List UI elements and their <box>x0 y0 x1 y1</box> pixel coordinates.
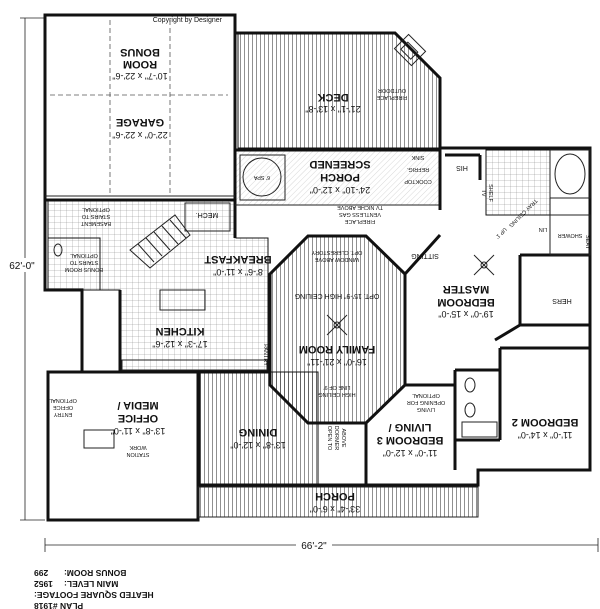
open-to-dormer-l2: DORMER <box>333 426 339 450</box>
hers-closet-label: HERS <box>552 297 572 304</box>
master-bedroom-name2: BEDROOM <box>437 296 494 308</box>
garage-name: GARAGE <box>116 116 164 128</box>
high-ceiling-label: OPT. 15'-9" HIGH CEILING <box>295 292 380 299</box>
master-bedroom-name1: MASTER <box>443 283 490 295</box>
tv-niche-l1: TV NICHE ABOVE <box>337 204 383 210</box>
up-label: UP 1' <box>494 226 508 240</box>
living-bedroom3-name2: BEDROOM 3 <box>377 434 444 446</box>
screened-porch-name1: SCREENED <box>309 158 370 170</box>
bedroom2-dim: 11'-0" x 14'-0" <box>518 430 573 440</box>
main-level-label: MAIN LEVEL: <box>64 579 118 589</box>
kitchen-name: KITCHEN <box>156 325 205 337</box>
bedroom2-name: BEDROOM 2 <box>512 416 579 428</box>
spa-label: 6' SPA <box>254 174 271 180</box>
tv-shelf-l2: SHELF <box>487 184 493 202</box>
open-to-dormer-l3: ABOVE <box>340 429 346 448</box>
work-station-l2: STATION <box>126 451 149 457</box>
bonus-room-label: BONUS ROOM: <box>64 568 127 578</box>
tv-niche-l3: FIREPLACE <box>344 218 375 224</box>
heated-title: HEATED SQUARE FOOTAGE: <box>34 590 154 600</box>
stairs-bonus-l2: STAIRS TO <box>69 259 98 265</box>
stairs-basement-l3: BASEMENT <box>80 220 111 226</box>
plan-info: PLAN #1918 HEATED SQUARE FOOTAGE: MAIN L… <box>34 568 154 609</box>
media-office-name2: OFFICE <box>118 412 158 424</box>
lin-label: LIN <box>539 226 548 232</box>
plan-number: PLAN #1918 <box>34 601 83 609</box>
screened-porch-name2: PORCH <box>320 171 360 183</box>
dimension-lines: 62'-0" 66'-2" <box>4 17 599 552</box>
breakfast-name: BREAKFAST <box>204 253 272 265</box>
office-entry-l2: OFFICE <box>53 404 73 410</box>
stairs-bonus-l3: BONUS ROOM <box>64 266 103 272</box>
dining-dim: 13'-8" x 12'-0" <box>230 440 285 450</box>
bonus-room-value: 299 <box>34 568 48 578</box>
living-bedroom3-name1: LIVING / <box>389 421 432 433</box>
line-of-ceiling-l1: LINE OF 9' <box>323 384 350 390</box>
walls <box>43 13 592 522</box>
bonus-room-name2: ROOM <box>123 58 157 70</box>
main-level-value: 1952 <box>34 579 53 589</box>
optional-opening-l2: OPENING FOR <box>407 399 446 405</box>
room-labels: Copyright by Designer BONUS ROOM 10'-7" … <box>49 17 590 514</box>
breakfast-dim: 8'-6" x 11'-0" <box>213 267 263 277</box>
sitting-label: SITTING <box>411 252 439 259</box>
tv-niche-l2: VENTLESS GAS <box>339 211 381 217</box>
porch-name: PORCH <box>315 490 355 502</box>
dining-name: DINING <box>239 426 278 438</box>
office-entry-l3: ENTRY <box>53 411 72 417</box>
clerestory-l1: OPT. CLERESTORY <box>311 249 362 255</box>
stairs-basement-l2: STAIRS TO <box>81 213 110 219</box>
width-dimension: 66'-2" <box>301 541 327 552</box>
stairs-basement-l1: OPTIONAL <box>82 206 110 212</box>
optional-opening-l1: OPTIONAL <box>412 392 440 398</box>
stairs-bonus-l1: OPTIONAL <box>70 252 98 258</box>
bonus-room-name1: BONUS <box>120 46 160 58</box>
line-of-ceiling-l2: HIGH CEILING <box>318 391 355 397</box>
deck-name: DECK <box>317 91 348 103</box>
garage-dim: 22'-0" x 22'-6" <box>112 130 167 140</box>
fixtures <box>45 33 591 449</box>
tv-shelf-l1: TV <box>480 189 486 196</box>
mech-label: MECH. <box>196 211 219 218</box>
media-office-name1: MEDIA / <box>117 399 158 411</box>
optional-opening-l3: LIVING <box>417 406 435 412</box>
outdoor-fireplace-l2: FIREPLACE <box>376 94 407 100</box>
work-station-l1: WORK <box>129 444 146 450</box>
open-to-dormer-l1: OPEN TO <box>326 426 332 451</box>
master-bedroom-dim: 19'-0" x 15'-0" <box>438 309 493 319</box>
screened-porch-dim: 24'-10" x 12'-0" <box>310 185 370 195</box>
sink-label: SINK <box>411 154 424 160</box>
deck-dim: 21'-1" x 13'-8" <box>305 104 360 114</box>
porch-dim: 33'-4" x 6'-0" <box>310 504 360 514</box>
office-entry-l1: OPTIONAL <box>49 397 77 403</box>
copyright-text: Copyright by Designer <box>153 17 223 24</box>
his-closet-label: HIS <box>456 164 468 171</box>
kitchen-dim: 17'-3" x 12'-6" <box>152 339 207 349</box>
bonus-room-dim: 10'-7" x 22'-6" <box>112 71 167 81</box>
clerestory-l2: WINDOW ABOVE <box>315 256 360 262</box>
outdoor-fireplace-l1: OUTDOOR <box>378 87 406 93</box>
family-room-dim: 16'-0" x 21'-11" <box>307 357 367 367</box>
family-room-name: FAMILY ROOM <box>299 343 375 355</box>
living-bedroom3-dim: 11'-0" x 12'-0" <box>383 448 438 458</box>
media-office-dim: 13'-8" x 11'-0" <box>111 426 166 436</box>
seat-label: SEAT <box>584 235 590 250</box>
refrig-label: REFRIG. <box>406 166 429 172</box>
shower-label: SHOWER <box>558 232 583 238</box>
depth-dimension: 62'-0" <box>9 261 35 272</box>
cooktop-label: COOKTOP <box>404 178 432 184</box>
pantry-label: PANTRY <box>262 344 268 366</box>
floor-textures <box>47 32 551 518</box>
